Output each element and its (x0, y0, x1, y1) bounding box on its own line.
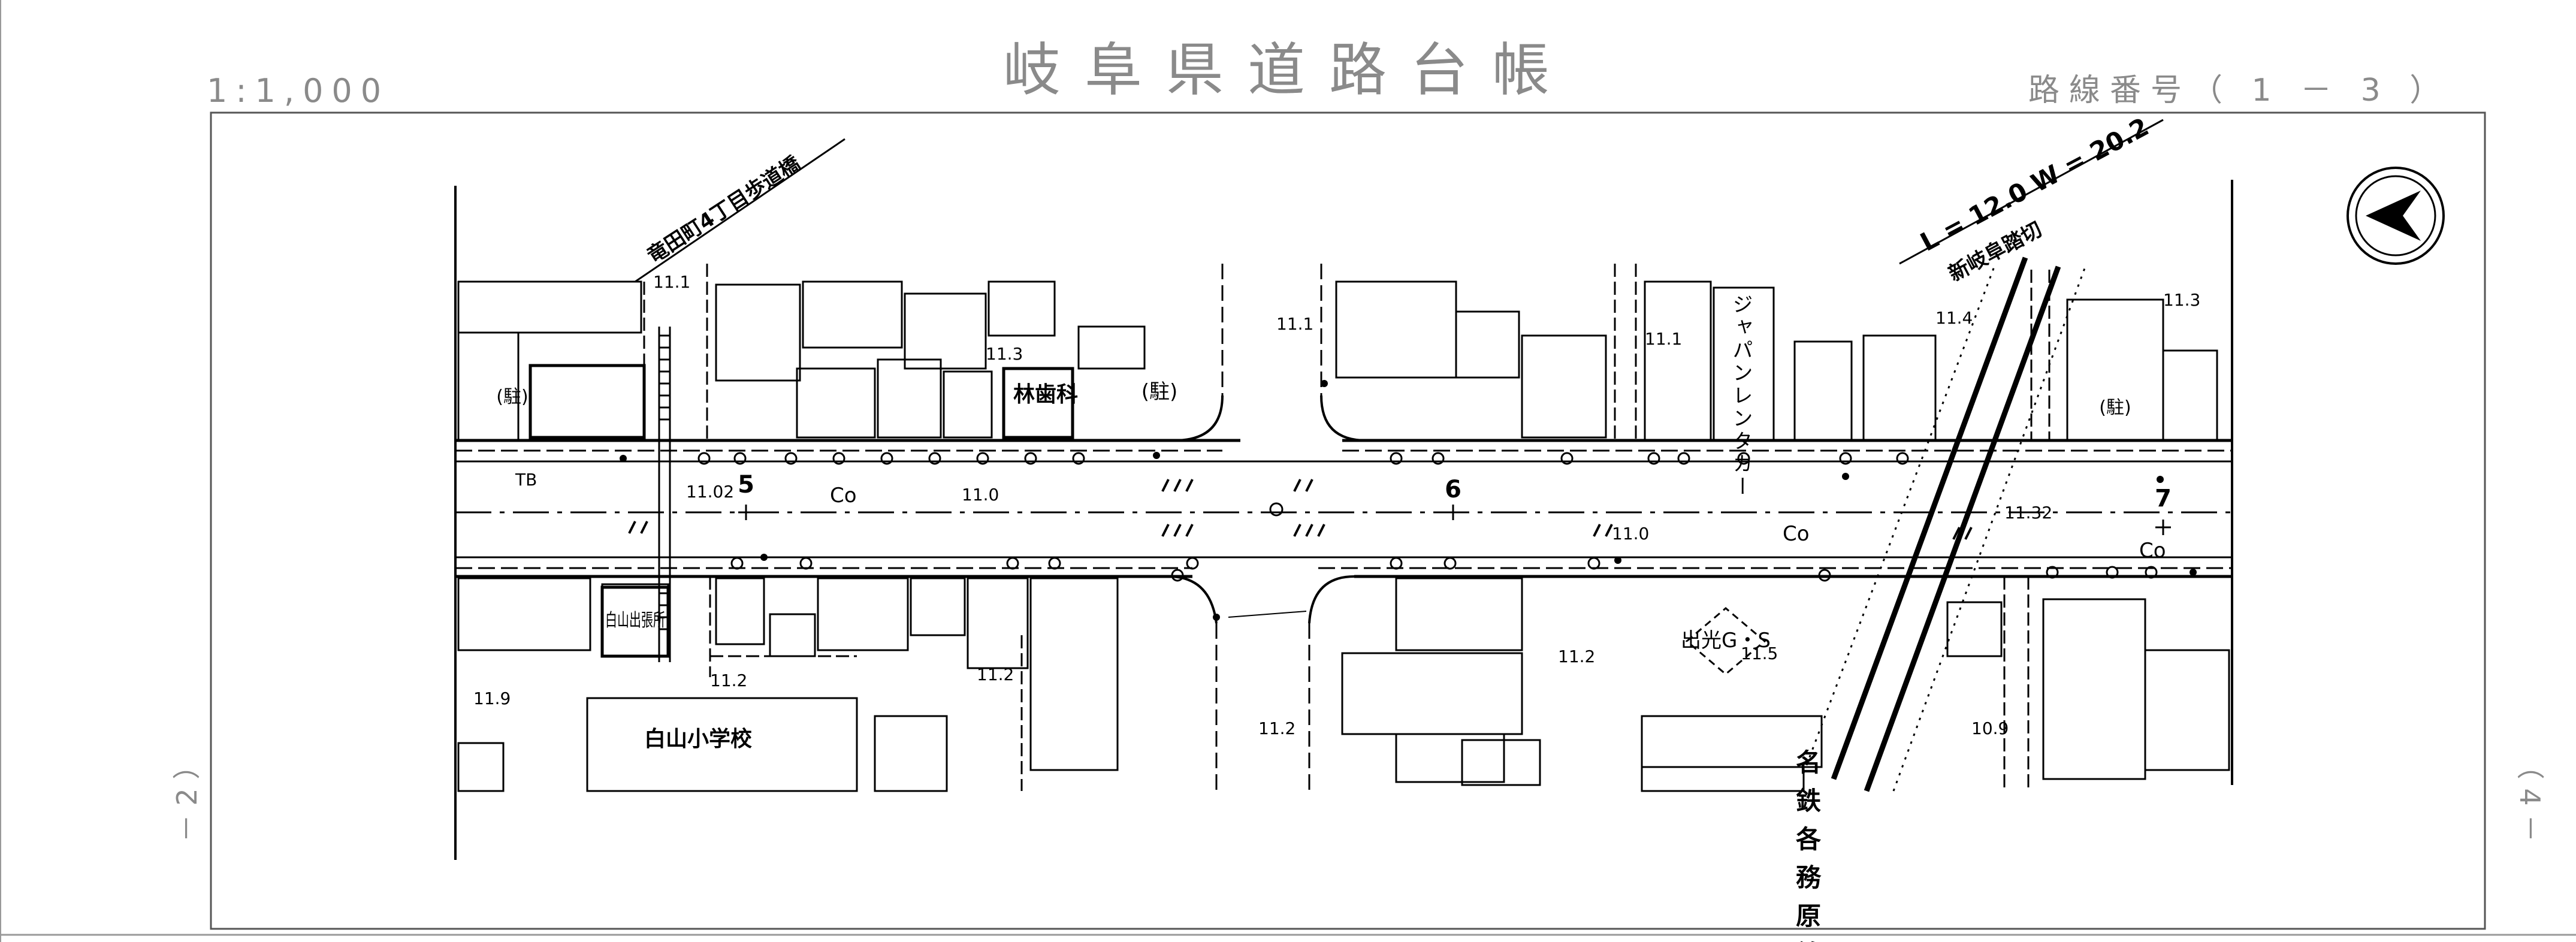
elevation-label: 11.02 (686, 482, 734, 502)
elevation-label: 11.1 (1645, 329, 1682, 349)
station-number-7: 7 (2155, 485, 2172, 512)
elevation-label: 11.32 (2004, 503, 2052, 523)
elevation-label: 11.2 (710, 671, 747, 690)
elevation-label: 11.3 (2163, 290, 2200, 310)
rental-car-label: ジャパンレンタカー (1729, 294, 1753, 499)
dental-clinic-label: 林歯科 (1013, 382, 1078, 407)
map-title: 岐阜県道路台帳 (1003, 37, 1574, 104)
gas-station-label: 出光G・S (1681, 629, 1771, 653)
road-code-co-3: Co (2139, 539, 2166, 563)
station-number-5: 5 (738, 471, 754, 499)
right-sheet-ref: （ 4 － (2514, 752, 2546, 843)
school-label: 白山小学校 (644, 726, 752, 751)
utility-symbols (697, 452, 2158, 582)
elevation-label: 11.0 (1612, 524, 1649, 544)
elevation-label: 11.5 (1741, 644, 1778, 663)
elevation-label: 11.9 (473, 689, 511, 708)
footbridge (635, 138, 845, 662)
elevation-label: 11.4 (1935, 308, 1973, 328)
north-arrow-icon (2347, 167, 2445, 265)
route-number: 路線番号（ 1 － 3 ） (2028, 73, 2450, 108)
elevation-label: 11.1 (1276, 314, 1313, 334)
elevation-label: 11.1 (653, 272, 690, 292)
parking-label: (駐) (2099, 397, 2131, 418)
road-code-tb: TB (515, 470, 537, 490)
road-code-co-1: Co (830, 484, 857, 508)
map-frame (210, 111, 2486, 930)
elevation-label: 10.9 (1971, 718, 2009, 738)
station-number-6: 6 (1445, 476, 1461, 503)
main-road (455, 439, 2232, 578)
cross-road (1168, 264, 1367, 791)
map-scale: 1:1,000 (207, 72, 389, 110)
elevation-label: 11.2 (977, 665, 1014, 684)
buildings (457, 280, 2230, 792)
left-sheet-ref: － 2 ） (171, 752, 203, 843)
road-code-co-2: Co (1783, 522, 1810, 546)
parking-label: (駐) (1141, 380, 1178, 404)
police-box-label: 白山出張所 (605, 610, 665, 631)
elevation-label: 11.0 (962, 485, 999, 505)
railway-line-label: 名鉄各務原線 (1792, 749, 1822, 942)
elevation-label: 11.2 (1558, 647, 1595, 666)
parking-label: (駐) (496, 387, 528, 407)
elevation-label: 11.3 (986, 344, 1023, 364)
footbridge-label: 竜田町4丁目歩道橋 (643, 152, 805, 268)
railway (1802, 119, 2164, 792)
elevation-label: 11.2 (1258, 718, 1295, 738)
